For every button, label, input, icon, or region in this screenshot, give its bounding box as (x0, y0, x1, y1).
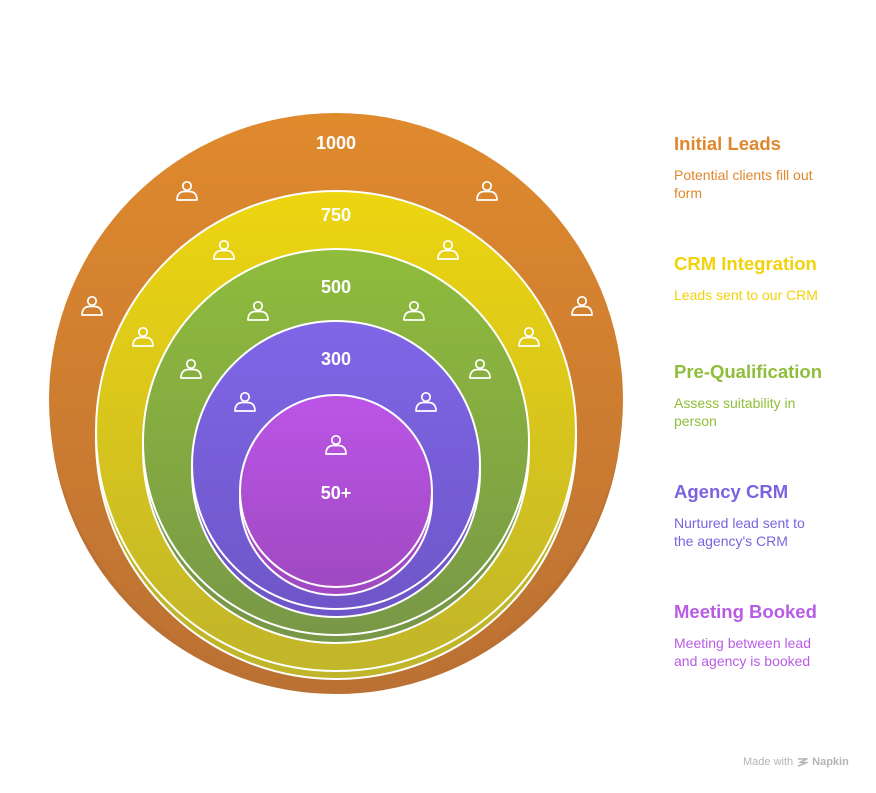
legend-description: Nurtured lead sent to the agency's CRM (674, 515, 805, 549)
made-with-napkin-watermark: Made with Napkin (743, 756, 849, 768)
napkin-logo-icon (797, 757, 808, 767)
ring-count-meeting-booked: 50+ (321, 483, 352, 503)
person-icon (437, 239, 459, 260)
legend-item-agency-crm: Agency CRM Nurtured lead sent to the age… (674, 481, 864, 550)
watermark-brand: Napkin (812, 756, 849, 768)
person-icon (81, 295, 103, 316)
person-icon (234, 391, 256, 412)
legend-description: Leads sent to our CRM (674, 287, 818, 303)
legend-title: Meeting Booked (674, 601, 817, 622)
person-icon (518, 326, 540, 347)
legend-description: Meeting between lead and agency is booke… (674, 635, 811, 669)
person-icon (571, 295, 593, 316)
ring-count-initial-leads: 1000 (316, 133, 356, 153)
person-icon (213, 239, 235, 260)
legend-item-pre-qualification: Pre-Qualification Assess suitability in … (674, 361, 864, 430)
person-icon (403, 300, 425, 321)
person-icon (247, 300, 269, 321)
person-icon (415, 391, 437, 412)
person-icon (180, 358, 202, 379)
legend-item-meeting-booked: Meeting Booked Meeting between lead and … (674, 601, 864, 670)
person-icon (132, 326, 154, 347)
person-icon (176, 180, 198, 201)
ring-count-pre-qualification: 500 (321, 277, 351, 297)
ring-count-agency-crm: 300 (321, 349, 351, 369)
watermark-prefix: Made with (743, 756, 794, 768)
legend-title: Agency CRM (674, 481, 789, 502)
person-icon (325, 434, 347, 455)
legend-title: Initial Leads (674, 133, 781, 154)
person-icon (469, 358, 491, 379)
legend-item-crm-integration: CRM Integration Leads sent to our CRM (674, 253, 864, 304)
legend-title: CRM Integration (674, 253, 817, 274)
legend-title: Pre-Qualification (674, 361, 823, 382)
legend-description: Assess suitability in person (674, 395, 796, 429)
legend-description: Potential clients fill out form (674, 167, 813, 201)
ring-count-crm-integration: 750 (321, 205, 351, 225)
legend-item-initial-leads: Initial Leads Potential clients fill out… (674, 133, 864, 202)
ring-meeting-booked (239, 394, 433, 588)
person-icon (476, 180, 498, 201)
